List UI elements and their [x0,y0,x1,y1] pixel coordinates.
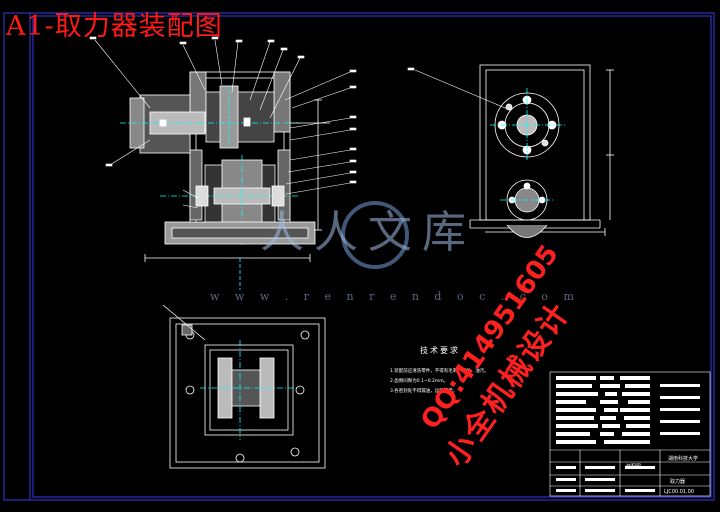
tech-requirement-line: 1.装配前应清洗零件，不得有毛刺、锈蚀、油污。 [390,369,489,374]
front-section-view [120,71,330,290]
title-block-drawing-title: 装配图 [626,464,642,470]
title-block [549,371,711,497]
inner-border [29,12,715,501]
watermark-logo [341,201,409,269]
leader-lines-front [89,36,357,209]
leader-lines-side [407,67,511,111]
watermark-text: 人人文库 [260,207,476,258]
tech-requirements-title: 技术要求 [420,346,460,355]
parts-list-rows [556,376,700,492]
side-view [469,64,614,238]
title-block-part-name: 取力器 [670,479,686,485]
tech-requirement-line: 3.各密封处不得漏油，运转平稳。 [390,389,458,394]
title-block-drawing-number: LJC00.01.00 [664,489,695,495]
title-block-school: 湖南科技大学 [668,456,699,462]
top-view [162,304,326,469]
drawing-title: A1-取力器装配图 [6,11,223,42]
tech-requirement-line: 2.齿侧间隙为0.1~0.2mm。 [390,379,449,384]
watermark-url: w w w . r e n r e n d o c . c o m [210,290,580,303]
frame [32,15,712,498]
